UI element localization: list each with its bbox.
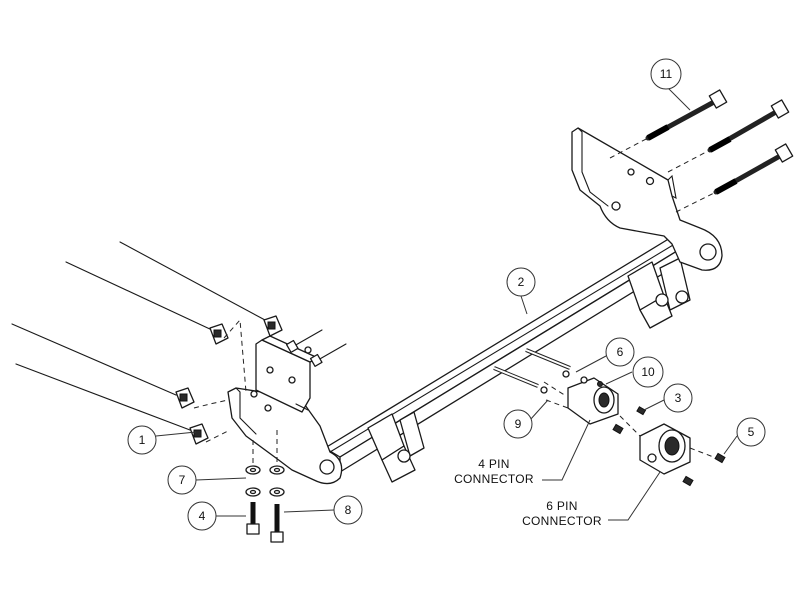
six-pin-label-line2: CONNECTOR [522,514,602,528]
callout-5: 5 [736,417,766,447]
long-bolt [713,143,794,195]
callout-11: 11 [650,58,682,90]
pins [493,348,571,388]
small-hardware [540,370,647,416]
callout-number: 10 [641,365,655,379]
long-bolts [609,89,794,213]
four-pin-label-line2: CONNECTOR [454,472,534,486]
callout-number: 3 [675,391,682,405]
callout-8: 8 [333,495,363,525]
callout-number: 6 [617,345,624,359]
long-bolt [645,89,728,141]
callout-number: 5 [748,425,755,439]
callout-7: 7 [167,465,197,495]
long-bolt [707,99,790,153]
main-cross-bar [324,231,696,483]
callout-4: 4 [187,501,217,531]
callout-number: 7 [179,473,186,487]
strap-clip [189,423,209,445]
strap-clip [263,315,283,337]
right-mounting-plate [571,127,723,271]
six-pin-connector [619,415,726,487]
four-pin-label-line1: 4 PIN [478,457,510,471]
callout-10: 10 [632,356,664,388]
callout-number: 11 [660,67,673,81]
six-pin-label: 6 PIN CONNECTOR [522,499,602,528]
callout-1: 1 [127,425,157,455]
four-pin-connector [543,376,624,435]
callout-2: 2 [506,267,536,297]
callout-number: 1 [139,433,146,447]
callout-number: 4 [199,509,206,523]
strap-clip [209,323,229,345]
callout-leaders [155,85,738,521]
strap-clip [175,387,195,409]
bracket-bolts [285,329,347,367]
cable-straps [11,241,283,445]
callout-9: 9 [503,409,533,439]
bottom-bolts [245,430,285,543]
callout-3: 3 [663,383,693,413]
left-mounting-plate [227,335,343,485]
callout-number: 8 [345,503,352,517]
four-pin-label: 4 PIN CONNECTOR [454,457,534,486]
callout-number: 9 [515,417,522,431]
callout-number: 2 [518,275,525,289]
six-pin-label-line1: 6 PIN [546,499,578,513]
callout-6: 6 [605,337,635,367]
